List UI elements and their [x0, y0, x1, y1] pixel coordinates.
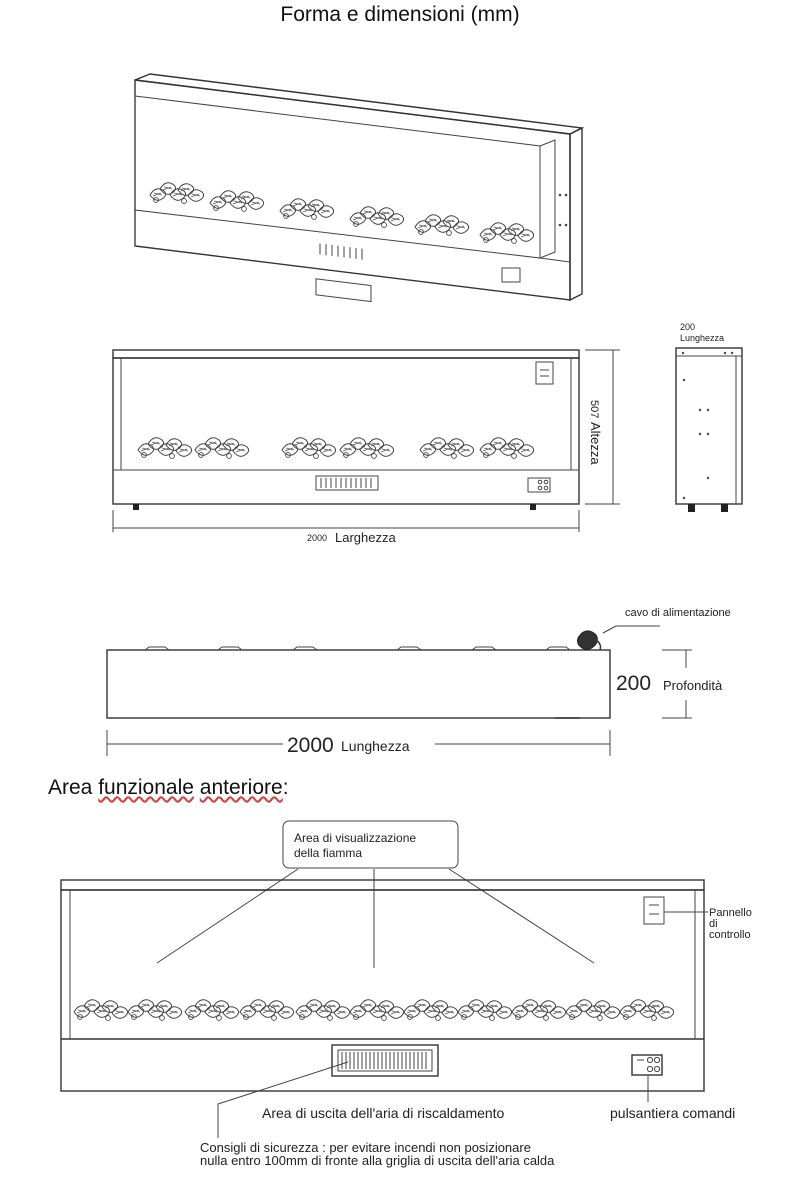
control-panel-label-1: Pannello — [709, 907, 752, 919]
flame-area-label-1: Area di visualizzazione — [294, 831, 416, 845]
button-panel-label: pulsantiera comandi — [610, 1105, 735, 1121]
safety-note-line-1: Consigli di sicurezza : per evitare ince… — [200, 1140, 531, 1155]
side-length-value: 200 — [680, 322, 695, 332]
depth-value: 200 — [616, 672, 651, 695]
iso-heat-grille — [319, 243, 363, 260]
svg-text:507: 507 — [588, 400, 600, 418]
flame-area-label-2: della fiamma — [294, 846, 362, 860]
section-title-word-1: funzionale — [98, 776, 194, 799]
front-view: 507 Altezza 2000 Larghezza — [112, 349, 620, 545]
isometric-view — [134, 73, 585, 303]
section-title-end: : — [282, 776, 289, 799]
front-control-box — [527, 477, 551, 493]
flame-area-callout — [282, 820, 459, 869]
heat-outlet-label: Area di uscita dell'aria di riscaldament… — [262, 1105, 505, 1121]
svg-text:Altezza: Altezza — [588, 422, 603, 465]
iso-control-box — [501, 267, 521, 283]
control-panel-label-2: di — [709, 918, 718, 930]
top-view: cavo di alimentazione 200 Profondità 200… — [106, 607, 731, 757]
front-logs — [138, 438, 534, 459]
control-panel-label-3: controllo — [709, 929, 751, 941]
power-cable-plug — [577, 630, 602, 651]
heat-outlet-grille — [331, 1044, 439, 1077]
button-panel — [631, 1054, 663, 1076]
top-length-value: 2000 — [287, 734, 334, 757]
functional-view: Area di visualizzazione della fiamma Pan… — [60, 820, 752, 1168]
section-title: Area funzionale anteriore: — [48, 776, 289, 800]
page-title: Forma e dimensioni (mm) — [280, 3, 520, 26]
section-title-start: Area — [48, 776, 99, 799]
front-heat-grille — [315, 475, 379, 491]
control-panel — [643, 896, 665, 925]
side-length-label: Lunghezza — [680, 333, 724, 343]
front-width-value: 2000 — [307, 533, 327, 543]
cable-label: cavo di alimentazione — [625, 607, 731, 619]
front-height-dim: 507 Altezza — [588, 400, 603, 465]
depth-label: Profondità — [663, 678, 723, 693]
safety-note-line-2: nulla entro 100mm di fronte alla griglia… — [200, 1153, 555, 1168]
front-width-label: Larghezza — [335, 530, 396, 545]
top-length-label: Lunghezza — [341, 738, 410, 754]
side-view: 200 Lunghezza — [675, 322, 743, 512]
functional-logs — [74, 1000, 674, 1021]
section-title-word-2: anteriore — [199, 776, 283, 799]
